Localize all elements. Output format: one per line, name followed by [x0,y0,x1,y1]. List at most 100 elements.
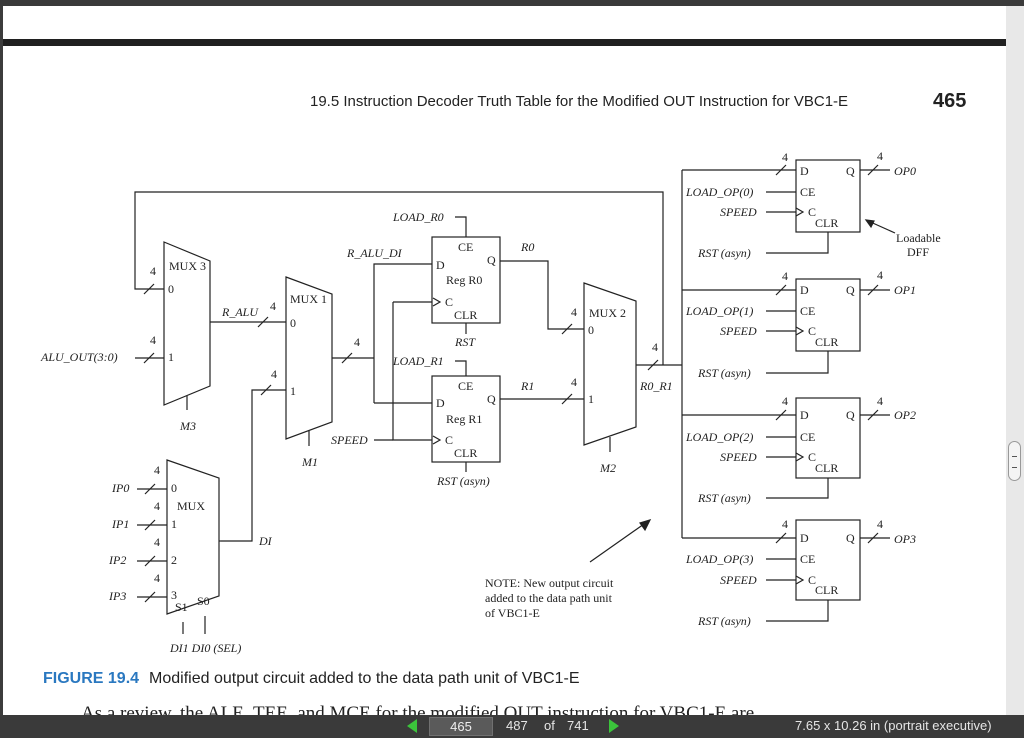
ip3-width: 4 [154,571,160,585]
figure-caption-text: Modified output circuit added to the dat… [149,670,580,687]
reg-r0-c: C [445,295,453,309]
previous-page-icon[interactable] [407,719,417,733]
dff-label: DFF [907,245,929,259]
vertical-scrollbar[interactable] [1006,6,1024,715]
page-number-input[interactable]: 465 [429,717,493,736]
imux-s0-label: S0 [197,594,210,608]
ip2-width: 4 [154,535,160,549]
ip0-label: IP0 [111,481,129,495]
note-line3: of VBC1-E [485,606,540,620]
r-alu-width: 4 [270,299,276,313]
mux2-in1-label: 1 [588,392,594,406]
mux2-block [583,282,637,446]
op1-label: OP1 [894,283,916,297]
dff3-d: D [800,531,809,545]
reg-r0-q: Q [487,253,496,267]
rst-op0-label: RST (asyn) [697,246,751,260]
imux-s1-label: S1 [175,600,188,614]
load-op0-label: LOAD_OP(0) [685,185,753,199]
r0-label: R0 [520,240,534,254]
reg-r0-rst: RST [454,335,476,349]
loadable-label: Loadable [896,231,941,245]
dff3-q: Q [846,531,855,545]
ip3-label: IP3 [108,589,126,603]
op2-label: OP2 [894,408,916,422]
dff1-in-width: 4 [782,269,788,283]
speed-op0-label: SPEED [720,205,757,219]
dff2-clr: CLR [815,461,838,475]
r-alu-label: R_ALU [221,305,259,319]
scrollbar-thumb[interactable] [1008,441,1021,481]
dff3-c: C [808,573,816,587]
mux2-in0-width: 4 [571,305,577,319]
speed-op3-label: SPEED [720,573,757,587]
reg-r1-ce: CE [458,379,473,393]
input-mux-block [166,459,220,615]
imux-in2-label: 2 [171,553,177,567]
load-op1-label: LOAD_OP(1) [685,304,753,318]
r1-label: R1 [520,379,534,393]
body-text-cut: As a review, the ALE, TEE, and MCE for t… [81,703,755,715]
pdf-page: 19.5 Instruction Decoder Truth Table for… [3,6,1006,715]
reg-r1-q: Q [487,392,496,406]
mux1-out-width: 4 [354,335,360,349]
page-top-band [3,6,1006,46]
load-r1-label: LOAD_R1 [392,354,444,368]
reg-r0-clr: CLR [454,308,477,322]
op3-label: OP3 [894,532,916,546]
speed-op1-label: SPEED [720,324,757,338]
dff3-ce: CE [800,552,815,566]
m2-label: M2 [599,461,616,475]
r-alu-di-label: R_ALU_DI [346,246,403,260]
dff0-q: Q [846,164,855,178]
rst-op3-label: RST (asyn) [697,614,751,628]
reg-r1-d: D [436,396,445,410]
mux3-in0-width: 4 [150,264,156,278]
status-bar: 465 487 of 741 7.65 x 10.26 in (portrait… [0,715,1024,738]
page-size-label: 7.65 x 10.26 in (portrait executive) [795,718,992,733]
m1-label: M1 [301,455,318,469]
dff2-q: Q [846,408,855,422]
dff0-c: C [808,205,816,219]
r0-r1-label: R0_R1 [639,379,673,393]
dff3-out-width: 4 [877,517,883,531]
reg-r1-rst: RST (asyn) [436,474,490,488]
imux-in0-label: 0 [171,481,177,495]
mux3-label: MUX 3 [169,259,206,273]
note-line2: added to the data path unit [485,591,613,605]
di-label: DI [258,534,273,548]
dff3-in-width: 4 [782,517,788,531]
imux-in1-label: 1 [171,517,177,531]
reg-r1-clr: CLR [454,446,477,460]
mux3-block [163,241,211,406]
alu-out-width: 4 [150,333,156,347]
dff0-ce: CE [800,185,815,199]
op0-label: OP0 [894,164,916,178]
mux1-in1-label: 1 [290,384,296,398]
dff1-ce: CE [800,304,815,318]
circuit-diagram: MUX 3 0 1 M3 ALU_OUT(3:0) 4 4 R_ALU 4 MU… [40,149,941,655]
dff1-d: D [800,283,809,297]
dff2-out-width: 4 [877,394,883,408]
dff2-c: C [808,450,816,464]
current-page: 487 [506,718,528,733]
mux1-in1-width: 4 [271,367,277,381]
speed-label-regs: SPEED [331,433,368,447]
dff2-d: D [800,408,809,422]
dff2-in-width: 4 [782,394,788,408]
load-op3-label: LOAD_OP(3) [685,552,753,566]
reg-r0-label: Reg R0 [446,273,482,287]
dff0-out-width: 4 [877,149,883,163]
dff2-ce: CE [800,430,815,444]
mux2-in0-label: 0 [588,323,594,337]
of-label: of [544,718,555,733]
ip2-label: IP2 [108,553,126,567]
reg-r1-c: C [445,433,453,447]
next-page-icon[interactable] [609,719,619,733]
dff1-q: Q [846,283,855,297]
mux2-out-width: 4 [652,340,658,354]
reg-r0-ce: CE [458,240,473,254]
mux2-label: MUX 2 [589,306,626,320]
ip1-width: 4 [154,499,160,513]
mux3-in1-label: 1 [168,350,174,364]
